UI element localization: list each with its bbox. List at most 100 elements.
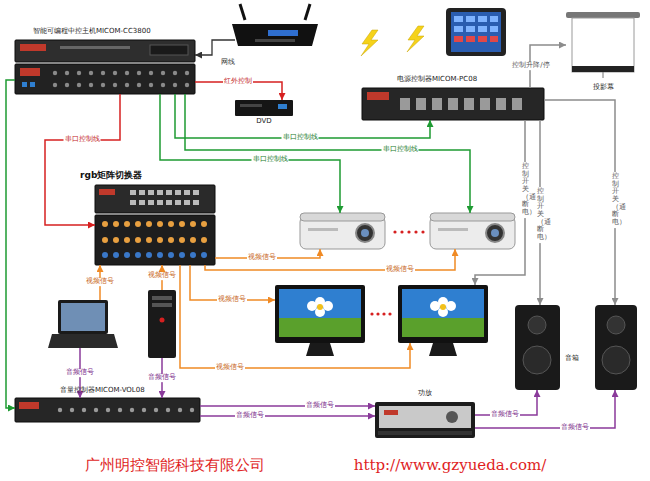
wire-label: 音频信号: [490, 411, 520, 419]
controller-device: [89, 71, 93, 75]
power-controller-device: [362, 88, 544, 120]
projector-icon: [491, 229, 499, 237]
device-label: 电源控制器MICOM-PC08: [397, 76, 477, 84]
matrix-switcher-device: [130, 190, 199, 205]
amplifier-device: [446, 411, 458, 423]
laptop-icon: [61, 303, 105, 331]
ellipsis-dots: [382, 312, 385, 315]
controller-device: [161, 71, 165, 75]
controller-device: [65, 71, 69, 75]
power-controller-device: [464, 98, 474, 110]
matrix-switcher-device: [184, 190, 190, 195]
power-controller-device: [480, 98, 490, 110]
wire-label: 音频信号: [65, 369, 95, 377]
projector-icon: [486, 224, 504, 242]
pc-tower-icon: [160, 318, 165, 323]
ellipsis-dots: [393, 230, 396, 233]
wire-label: 控制开关（通断电）: [612, 172, 619, 228]
monitor-icon: [429, 343, 457, 356]
video-wire: [180, 265, 410, 368]
controller-device: [101, 83, 105, 87]
controller-device: [22, 82, 27, 87]
matrix-switcher-device: [95, 215, 215, 265]
laptop-icon: [48, 334, 118, 348]
matrix-switcher-device: [139, 190, 145, 195]
speaker-icon: [602, 346, 630, 374]
device-label: 投影幕: [593, 84, 614, 92]
matrix-switcher-device: [175, 190, 181, 195]
volume-controller-device: [94, 408, 98, 412]
controller-device: [173, 83, 177, 87]
matrix-switcher-device: [168, 237, 174, 243]
matrix-switcher-device: [102, 252, 108, 258]
matrix-switcher-device: [124, 252, 130, 258]
touch-panel: [454, 36, 498, 42]
matrix-switcher-device: [168, 252, 174, 258]
volume-controller-device: [15, 398, 200, 422]
matrix-switcher-device: [146, 237, 152, 243]
controller-device: [149, 83, 153, 87]
wire-label: 视频信号: [85, 278, 115, 286]
matrix-switcher-device: [102, 221, 207, 243]
matrix-box: rgb矩阵切换器: [95, 185, 215, 265]
projection-screen: [603, 72, 604, 78]
matrix-switcher-device: [157, 252, 163, 258]
power-controller-device: [496, 98, 506, 110]
matrix-switcher-device: [139, 200, 145, 205]
audio-wire: [200, 415, 375, 417]
controller-device: [20, 68, 40, 76]
monitor-icon: [279, 318, 361, 337]
monitor-icon: [317, 304, 323, 310]
touch-panel: [446, 8, 506, 56]
matrix-switcher-device: [201, 237, 207, 243]
audio-wire: [475, 390, 615, 428]
amplifier-device: [375, 402, 475, 438]
controller-device: [150, 45, 188, 55]
matrix-switcher-device: [95, 185, 215, 213]
touch-panel: [454, 16, 498, 32]
speaker-icon: [528, 316, 546, 334]
controller-device: [125, 71, 129, 75]
matrix-switcher-device: [157, 221, 163, 227]
monitor-icon: [307, 297, 333, 317]
monitor-icon: [446, 301, 456, 311]
ellipsis-dots: [407, 230, 410, 233]
audio-wire: [80, 348, 615, 428]
ellipsis-dots: [388, 312, 391, 315]
network-wire: [195, 40, 235, 55]
projector-icon: [438, 228, 468, 231]
monitor-icon: [402, 318, 484, 337]
controller-device: [77, 71, 81, 75]
touch-panel: [446, 8, 506, 56]
volume-controller-device: [15, 398, 200, 422]
monitor-icon: [275, 285, 365, 343]
speaker-icon: [595, 305, 637, 390]
dvd-box: DVD: [235, 100, 293, 116]
controller-device: [89, 83, 93, 87]
matrix-switcher-device: [146, 221, 152, 227]
controller-device: [113, 71, 117, 75]
controller-device: [125, 83, 129, 87]
wire-label: 串口控制线: [382, 146, 419, 154]
controller-device: [77, 83, 81, 87]
amplifier-device: [375, 402, 475, 438]
wire-label: 控制开关（通断电）: [522, 162, 529, 218]
wire-label: 视频信号: [217, 296, 247, 304]
matrix-switcher-device: [166, 200, 172, 205]
power-controller-device: [367, 92, 389, 100]
matrix-switcher-device: [148, 200, 154, 205]
monitor-icon: [279, 289, 361, 337]
ellipsis-dots: [370, 312, 373, 315]
projection-screen: [572, 66, 634, 72]
matrix-switcher-device: [102, 221, 108, 227]
matrix-switcher-device: [135, 221, 141, 227]
matrix-switcher-device: [193, 190, 199, 195]
volume-controller-device: [19, 402, 39, 409]
projection-screen: [566, 12, 640, 18]
speaker-icon: [515, 305, 560, 390]
connector: [45, 94, 120, 225]
pc-tower-icon: [148, 290, 176, 358]
matrix-switcher-device: [102, 237, 108, 243]
wire-label: 串口控制线: [64, 136, 101, 144]
